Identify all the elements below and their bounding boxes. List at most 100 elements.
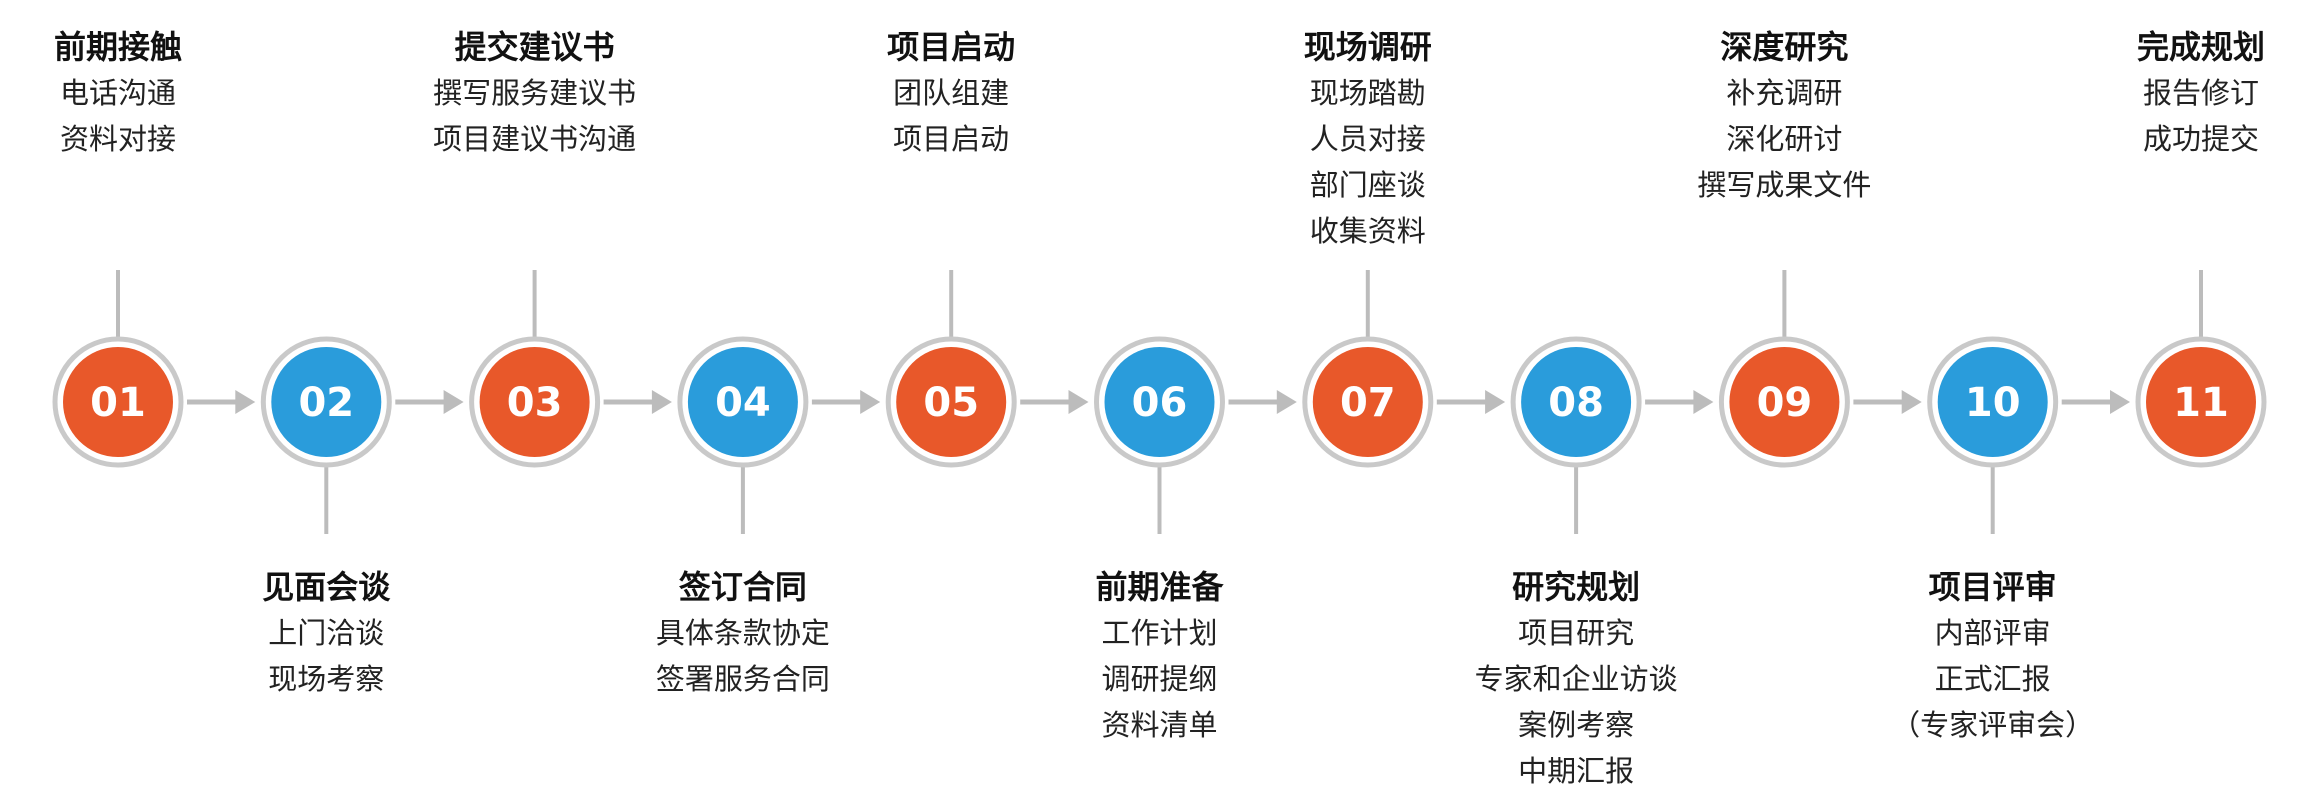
- step-node-fill: [2146, 347, 2256, 457]
- step-item: 深化研讨: [1726, 122, 1843, 156]
- step-text-block: 见面会谈上门洽谈现场考察: [156, 564, 496, 702]
- step-item: 现场考察: [268, 662, 385, 696]
- step-item: 资料清单: [1101, 708, 1218, 742]
- flow-arrow-head: [1901, 390, 1922, 414]
- flow-arrow-head: [1276, 390, 1297, 414]
- step-node: 03: [469, 336, 601, 468]
- flow-arrow: [1228, 390, 1297, 414]
- flow-arrow-head: [860, 390, 881, 414]
- step-item: 案例考察: [1518, 708, 1635, 742]
- flow-arrow-head: [651, 390, 672, 414]
- step-title: 深度研究: [1720, 28, 1849, 66]
- step-title: 项目启动: [887, 28, 1016, 66]
- step-number: 01: [90, 380, 146, 426]
- step-item: 部门座谈: [1309, 168, 1426, 202]
- step-text-block: 现场调研现场踏勘人员对接部门座谈收集资料: [1198, 24, 1538, 254]
- step-item: 内部评审: [1934, 616, 2051, 650]
- step-node: 05: [885, 336, 1017, 468]
- step-title: 完成规划: [2136, 28, 2265, 66]
- arrows-layer: [187, 390, 2130, 414]
- step-number: 05: [923, 380, 979, 426]
- step-node: 10: [1927, 336, 2059, 468]
- step-text-block: 研究规划项目研究专家和企业访谈案例考察中期汇报: [1406, 564, 1746, 794]
- step-title: 签订合同: [678, 568, 807, 606]
- step-node: 09: [1718, 336, 1850, 468]
- step-node-fill: [271, 347, 382, 457]
- step-item: 项目建议书沟通: [433, 122, 637, 156]
- step-node: 04: [677, 336, 809, 468]
- step-item: 中期汇报: [1518, 754, 1635, 788]
- step-number: 08: [1548, 380, 1604, 426]
- step-number: 03: [507, 380, 563, 426]
- step-text-block: 前期接触电话沟通资料对接: [0, 24, 288, 162]
- step-text-block: 签订合同具体条款协定签署服务合同: [573, 564, 913, 702]
- flow-arrow: [1853, 390, 1922, 414]
- flow-arrow: [603, 390, 672, 414]
- step-item: 具体条款协定: [655, 616, 830, 650]
- step-item: 上门洽谈: [268, 616, 385, 650]
- step-node-fill: [1312, 347, 1423, 457]
- step-node-fill: [63, 347, 173, 457]
- flow-arrow-head: [1068, 390, 1089, 414]
- step-title: 提交建议书: [454, 28, 615, 66]
- step-item: 正式汇报: [1934, 662, 2051, 696]
- flow-arrow: [1645, 390, 1714, 414]
- step-item: 调研提纲: [1101, 662, 1218, 696]
- step-title: 现场调研: [1303, 28, 1432, 66]
- step-node-fill: [1937, 347, 2048, 457]
- step-item: 报告修订: [2142, 76, 2259, 110]
- step-item: 签署服务合同: [655, 662, 830, 696]
- step-item: 成功提交: [2142, 122, 2259, 156]
- step-text-block: 深度研究补充调研深化研讨撰写成果文件: [1614, 24, 1954, 208]
- step-text-block: 项目启动团队组建项目启动: [781, 24, 1121, 162]
- step-node: 02: [260, 336, 392, 468]
- step-number: 07: [1340, 380, 1396, 426]
- flow-arrow: [187, 390, 256, 414]
- step-title: 见面会谈: [262, 568, 391, 606]
- step-number: 04: [715, 380, 771, 426]
- step-text-block: 项目评审内部评审正式汇报 （专家评审会）: [1823, 564, 2163, 748]
- step-title: 前期准备: [1095, 568, 1224, 606]
- flow-arrow-head: [443, 390, 464, 414]
- step-title: 前期接触: [53, 28, 182, 66]
- step-item: （专家评审会）: [1891, 708, 2095, 742]
- flow-arrow-head: [1693, 390, 1714, 414]
- step-item: 专家和企业访谈: [1474, 662, 1678, 696]
- flow-arrow: [1020, 390, 1089, 414]
- flow-arrow-head: [235, 390, 256, 414]
- step-node: 08: [1510, 336, 1642, 468]
- step-item: 电话沟通: [59, 76, 176, 110]
- step-title: 研究规划: [1512, 568, 1641, 606]
- step-item: 补充调研: [1726, 76, 1843, 110]
- step-node: 07: [1302, 336, 1434, 468]
- step-node-fill: [479, 347, 590, 457]
- step-item: 撰写服务建议书: [433, 76, 637, 110]
- flow-arrow-head: [2110, 390, 2130, 414]
- step-item: 团队组建: [893, 76, 1010, 110]
- step-node: 11: [2135, 336, 2267, 468]
- step-number: 09: [1757, 380, 1813, 426]
- step-node-fill: [687, 347, 798, 457]
- nodes-layer: 01 02 03 04 05 06 07 08 09 10 11: [52, 336, 2267, 468]
- flow-arrow: [811, 390, 881, 414]
- flow-arrow: [1436, 390, 1506, 414]
- step-node: 06: [1094, 336, 1225, 468]
- step-title: 项目评审: [1928, 568, 2057, 606]
- step-item: 项目启动: [893, 122, 1010, 156]
- connectors-layer: [116, 270, 2203, 534]
- step-item: 撰写成果文件: [1697, 168, 1872, 202]
- step-item: 资料对接: [59, 122, 176, 156]
- step-item: 现场踏勘: [1309, 76, 1426, 110]
- step-item: 项目研究: [1518, 616, 1635, 650]
- step-node-fill: [1521, 347, 1632, 457]
- flow-arrow-head: [1485, 390, 1506, 414]
- flow-arrow: [2061, 390, 2130, 414]
- step-number: 02: [298, 380, 354, 426]
- step-number: 10: [1965, 380, 2021, 426]
- step-item: 人员对接: [1309, 122, 1426, 156]
- step-text-block: 完成规划报告修订成功提交: [2031, 24, 2314, 162]
- step-node-fill: [896, 347, 1007, 457]
- step-node-fill: [1104, 347, 1215, 457]
- flow-arrow: [395, 390, 464, 414]
